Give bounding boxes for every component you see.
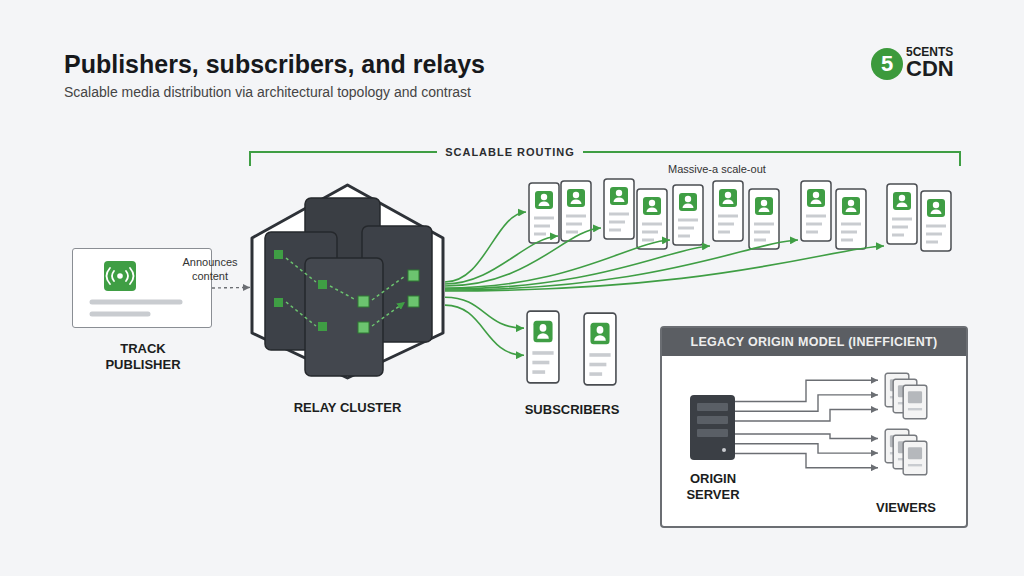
fan-arrows-part: [445, 246, 710, 289]
fan-arrows: [445, 212, 884, 291]
node-label: SUBSCRIBERS: [502, 402, 642, 418]
relay-servers-part: [286, 258, 405, 326]
origin-server-icon-part: [697, 403, 728, 411]
fan-arrows-part: [445, 246, 884, 291]
node-label: ORIGIN SERVER: [678, 471, 748, 504]
relay-servers-part: [274, 250, 283, 259]
logo-mark: [871, 48, 903, 80]
routing-bracket-part: [250, 152, 960, 166]
subscriber-cards-part: [749, 189, 779, 249]
hexagon-outline: [250, 183, 445, 380]
subtitle: Scalable media distribution via architec…: [64, 84, 471, 100]
bracket-label-text: SCALABLE ROUTING: [437, 146, 583, 158]
publisher-icon-part: [107, 268, 134, 284]
logo-text: 5CENTS: [906, 46, 953, 58]
origin-server-icon-part: [697, 416, 728, 424]
routing-arrow: [445, 297, 524, 328]
fan-arrows-part: [445, 240, 670, 288]
subscriber-cards-part: [527, 311, 559, 383]
node-label: TRACK PUBLISHER: [103, 341, 183, 374]
relay-servers-part: [318, 280, 327, 289]
viewer-cards-part: [903, 385, 927, 419]
edge-label: Announces content: [176, 256, 244, 284]
logo-text: CDN: [906, 58, 954, 80]
diagram-title: Publishers, subscribers, and relays: [64, 50, 485, 79]
fan-arrows-part: [445, 236, 558, 284]
bracket-label: SCALABLE ROUTING: [410, 145, 610, 159]
viewer-cards-part: [885, 429, 909, 463]
origin-server-icon-part: [722, 448, 726, 452]
connector-arrow: [735, 434, 878, 439]
relay-cluster: RELAY CLUSTER: [250, 183, 445, 380]
publisher-icon-part: [117, 273, 123, 279]
publisher-icon-part: [104, 261, 136, 291]
relay-servers-part: [305, 198, 380, 263]
logo-mark: 5: [871, 51, 903, 77]
panel-heading: LEGACY ORIGIN MODEL (INEFFICIENT): [662, 328, 966, 356]
hexagon-shape: [252, 185, 443, 378]
relay-servers: [265, 198, 432, 376]
subscriber-group: SUBSCRIBERS: [524, 306, 620, 388]
origin-server-icon-part: [690, 395, 735, 460]
fan-arrows-part: [445, 240, 798, 290]
logo-mark-part: [871, 48, 903, 80]
subscriber-cards-part: [584, 313, 616, 385]
viewer-cards-part: [885, 373, 909, 407]
relay-servers-part: [265, 232, 337, 350]
origin-server-icon: [690, 395, 735, 460]
viewer-cards-part: [893, 379, 917, 413]
subscriber-cards-part: [887, 184, 917, 244]
annotation: Massive-a scale-out: [668, 163, 766, 175]
subscriber-cards-part: [673, 185, 703, 245]
relay-servers-part: [408, 270, 419, 281]
viewer-cards: [885, 373, 927, 475]
relay-servers-part: [318, 322, 327, 331]
subscriber-cards-part: [921, 191, 951, 251]
subscriber-cards-part: [604, 179, 634, 239]
connector-arrow: [735, 380, 878, 401]
routing-arrow: [445, 305, 524, 355]
viewer-cards-part: [893, 435, 917, 469]
relay-servers-part: [358, 322, 369, 333]
viewer-cards-part: [903, 441, 927, 475]
connector-arrow: [735, 444, 878, 453]
fan-arrows-part: [445, 228, 601, 286]
origin-server: ORIGIN SERVER: [690, 395, 735, 460]
publisher-icon: [92, 261, 180, 314]
subscriber-cards-part: [637, 189, 667, 249]
publisher-icon-part: [92, 312, 148, 317]
subscriber-cards-part: [801, 181, 831, 241]
subscriber-cards-part: [529, 183, 559, 243]
node-label: RELAY CLUSTER: [250, 400, 445, 416]
relay-servers-part: [362, 226, 432, 342]
subscriber-cards-part: [561, 181, 591, 241]
connector-arrow: [735, 409, 878, 421]
routing-bracket: [250, 152, 960, 166]
fan-arrows-part: [445, 212, 526, 282]
subscriber-cards: [527, 179, 951, 385]
relay-servers-part: [408, 296, 419, 307]
relay-servers-part: [305, 258, 383, 376]
connector-arrow: [212, 287, 250, 289]
viewer-group: VIEWERS: [878, 372, 934, 476]
legacy-panel: LEGACY ORIGIN MODEL (INEFFICIENT) ORIGIN …: [660, 326, 968, 528]
publisher-icon-part: [92, 300, 180, 305]
node-label: VIEWERS: [856, 500, 956, 516]
connector-arrow: [735, 395, 878, 411]
connector-arrow: [735, 454, 878, 468]
subscriber-cards-part: [713, 181, 743, 241]
origin-server-icon-part: [697, 429, 728, 437]
subscriber-cards-part: [836, 189, 866, 249]
relay-servers-part: [274, 298, 283, 307]
relay-servers-part: [358, 296, 369, 307]
